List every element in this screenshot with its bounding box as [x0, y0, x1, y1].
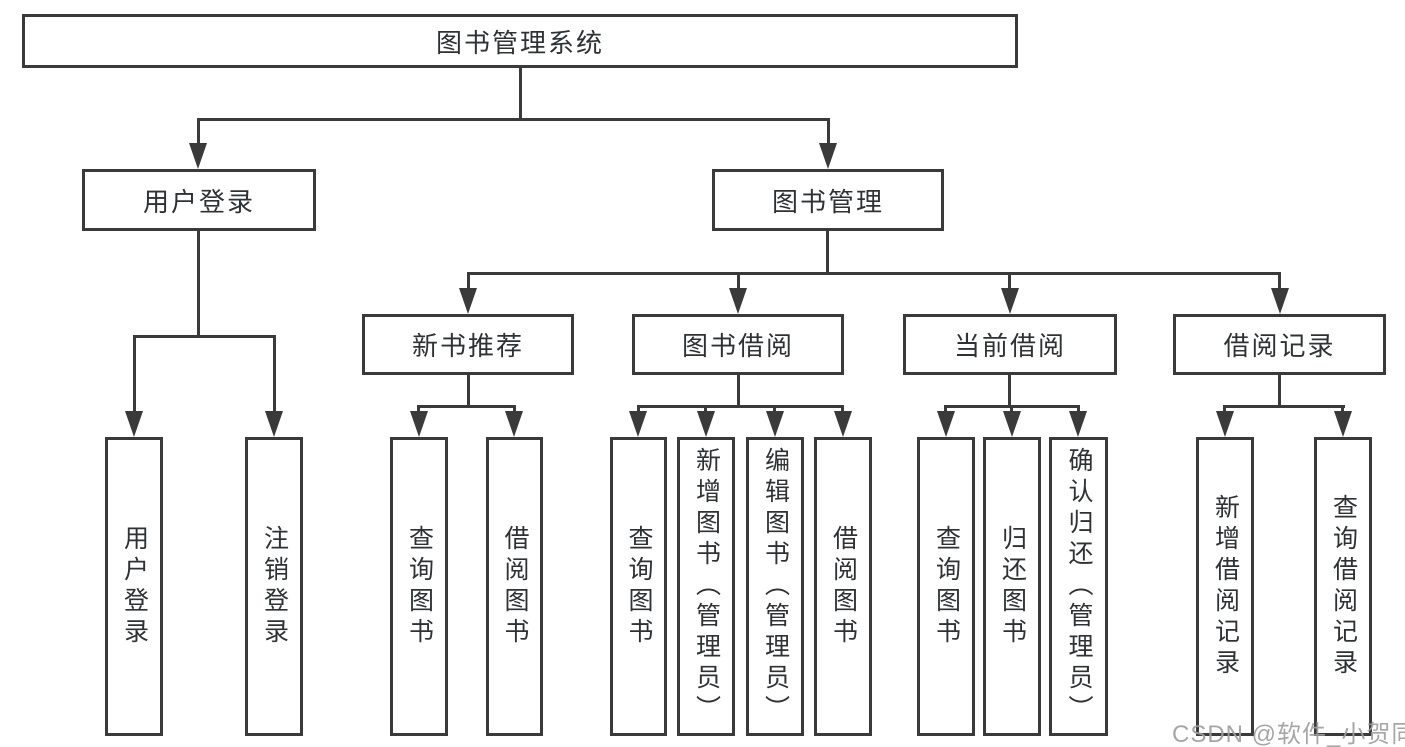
connector-line [1008, 375, 1011, 405]
node-label: 借阅图书 [501, 524, 529, 649]
leaf-confirm-return-admin: 确认归还（管理员） [1049, 437, 1108, 736]
connector-line [1008, 272, 1011, 288]
node-user-login: 用户登录 [82, 169, 316, 231]
connector-line [467, 272, 1280, 275]
arrowhead-down-icon [629, 411, 647, 437]
connector-line [519, 68, 522, 118]
connector-line [467, 272, 470, 288]
node-label: 查询借阅记录 [1329, 493, 1358, 680]
connector-line [1223, 405, 1226, 413]
arrowhead-down-icon [766, 411, 784, 437]
leaf-return-books: 归还图书 [983, 437, 1041, 736]
arrowhead-down-icon [505, 411, 523, 437]
arrowhead-down-icon [265, 411, 283, 437]
connector-line [197, 118, 200, 145]
arrowhead-down-icon [410, 411, 428, 437]
connector-line [133, 335, 276, 338]
node-label: 新增图书（管理员） [692, 447, 721, 726]
node-label: 新增借阅记录 [1211, 493, 1240, 680]
leaf-user-login: 用户登录 [105, 437, 163, 736]
connector-line [197, 118, 830, 121]
leaf-edit-books-admin: 编辑图书（管理员） [746, 437, 804, 736]
arrowhead-down-icon [1003, 411, 1021, 437]
node-label: 编辑图书（管理员） [761, 447, 790, 726]
arrowhead-down-icon [729, 288, 747, 314]
leaf-logout: 注销登录 [245, 437, 303, 736]
connector-line [1341, 405, 1344, 413]
node-new-book-recommend: 新书推荐 [362, 314, 574, 375]
node-label: 注销登录 [260, 524, 289, 649]
node-book-borrowing: 图书借阅 [632, 314, 844, 375]
connector-line [1223, 405, 1345, 408]
node-borrowing-records: 借阅记录 [1173, 314, 1386, 375]
arrowhead-down-icon [1069, 411, 1087, 437]
connector-line [1077, 405, 1080, 413]
arrowhead-down-icon [1216, 411, 1234, 437]
node-label: 查询图书 [405, 524, 434, 649]
node-book-management: 图书管理 [712, 169, 944, 231]
node-label: 查询图书 [932, 524, 961, 649]
connector-line [737, 375, 740, 405]
connector-line [513, 405, 516, 413]
arrowhead-down-icon [819, 143, 837, 169]
connector-line [737, 272, 740, 288]
node-label: 归还图书 [998, 524, 1027, 649]
leaf-query-books-current: 查询图书 [917, 437, 975, 736]
leaf-add-books-admin: 新增图书（管理员） [677, 437, 735, 736]
leaf-query-books-recommend: 查询图书 [390, 437, 448, 736]
connector-line [773, 405, 776, 413]
node-label: 图书管理系统 [435, 27, 604, 58]
connector-line [704, 405, 707, 413]
arrowhead-down-icon [937, 411, 955, 437]
leaf-borrow-books-recommend: 借阅图书 [486, 437, 543, 736]
connector-line [197, 231, 200, 335]
node-label: 借阅图书 [829, 524, 858, 649]
node-label: 图书管理 [771, 186, 884, 217]
connector-line [1278, 375, 1281, 405]
connector-line [417, 405, 420, 413]
arrowhead-down-icon [1334, 411, 1352, 437]
node-label: 当前借阅 [953, 331, 1066, 361]
node-library-system: 图书管理系统 [22, 14, 1018, 68]
arrowhead-down-icon [1001, 288, 1019, 314]
arrowhead-down-icon [189, 143, 207, 169]
connector-line [841, 405, 844, 413]
connector-line [637, 405, 640, 413]
node-label: 用户登录 [120, 524, 149, 649]
node-label: 查询图书 [625, 524, 653, 649]
arrowhead-down-icon [697, 411, 715, 437]
connector-line [133, 338, 136, 411]
connector-line [1010, 405, 1013, 413]
arrowhead-down-icon [1271, 288, 1289, 314]
node-label: 确认归还（管理员） [1065, 447, 1093, 726]
node-label: 用户登录 [142, 186, 255, 217]
leaf-query-books-borrow: 查询图书 [610, 437, 667, 736]
node-label: 图书借阅 [681, 331, 794, 361]
connector-line [467, 375, 470, 405]
node-current-borrowing: 当前借阅 [903, 314, 1117, 375]
leaf-query-borrow-record: 查询借阅记录 [1314, 437, 1372, 736]
node-label: 新书推荐 [411, 331, 524, 361]
csdn-watermark: CSDN @软件_小贺同学 [1172, 721, 1405, 747]
arrowhead-down-icon [834, 411, 852, 437]
leaf-add-borrow-record: 新增借阅记录 [1196, 437, 1254, 736]
connector-line [827, 118, 830, 145]
connector-line [417, 405, 516, 408]
arrowhead-down-icon [459, 288, 477, 314]
connector-line [826, 231, 829, 272]
arrowhead-down-icon [125, 411, 143, 437]
node-label: 借阅记录 [1223, 331, 1336, 361]
connector-line [944, 405, 947, 413]
leaf-borrow-books: 借阅图书 [814, 437, 872, 736]
connector-line [1278, 272, 1281, 288]
connector-line [637, 405, 844, 408]
connector-line [273, 338, 276, 411]
